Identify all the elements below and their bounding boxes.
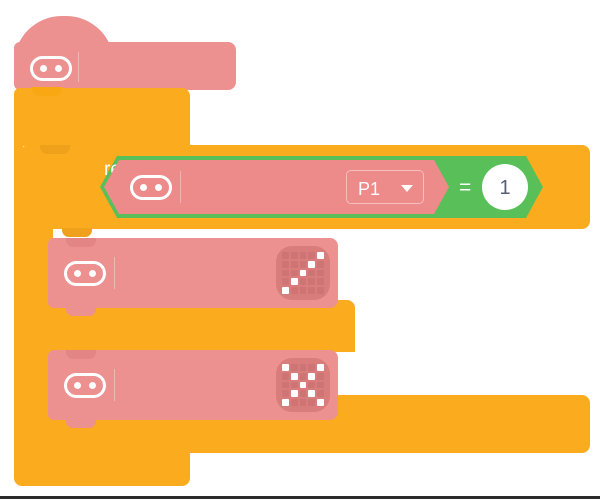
microbit-icon xyxy=(64,373,106,398)
led-pixel-r1-c0[interactable] xyxy=(282,372,289,380)
display-pattern-divider xyxy=(114,257,115,289)
if-branch-inner-notch xyxy=(62,228,92,237)
display-pattern-bottom-notch xyxy=(66,307,96,316)
microbit-icon-eye-left xyxy=(40,65,47,72)
led-pixel-r1-c3[interactable] xyxy=(308,260,316,268)
if-branch-left-spine xyxy=(22,228,53,301)
led-pixel-r4-c0[interactable] xyxy=(282,287,289,294)
microbit-icon-eye-left xyxy=(140,184,147,191)
led-pixel-r3-c4[interactable] xyxy=(317,390,324,398)
else-branch-left-spine xyxy=(22,351,53,396)
microbit-icon-eye-right xyxy=(55,65,62,72)
microbit-icon xyxy=(30,56,72,81)
led-pixel-r2-c2[interactable] xyxy=(299,381,307,389)
led-matrix-grid xyxy=(282,364,324,406)
display-pattern-top-notch xyxy=(66,350,96,359)
led-pixel-r2-c3[interactable] xyxy=(308,269,316,277)
led-pixel-r0-c4[interactable] xyxy=(317,252,324,259)
display-pattern-bottom-notch xyxy=(66,419,96,428)
led-pixel-r1-c4[interactable] xyxy=(317,260,324,268)
hat-body xyxy=(14,42,236,90)
led-pixel-r2-c0[interactable] xyxy=(282,381,289,389)
microbit-icon-eye-right xyxy=(89,382,96,389)
led-pixel-r4-c0[interactable] xyxy=(282,399,289,406)
display-pattern-top-notch xyxy=(66,238,96,247)
led-pixel-r2-c1[interactable] xyxy=(290,381,298,389)
microbit-icon-eye-right xyxy=(155,184,162,191)
led-pixel-r1-c2[interactable] xyxy=(299,260,307,268)
led-matrix-grid xyxy=(282,252,324,294)
led-pixel-r1-c0[interactable] xyxy=(282,260,289,268)
led-pixel-r1-c1[interactable] xyxy=(290,372,298,380)
microbit-icon-eye-right xyxy=(89,270,96,277)
led-pixel-r4-c2[interactable] xyxy=(299,287,307,294)
led-pixel-r4-c3[interactable] xyxy=(308,287,316,294)
led-pixel-r3-c1[interactable] xyxy=(290,278,298,286)
canvas-bottom-rule xyxy=(0,496,600,499)
led-matrix-field-else[interactable] xyxy=(276,358,330,412)
led-pixel-r4-c3[interactable] xyxy=(308,399,316,406)
led-pixel-r0-c2[interactable] xyxy=(299,364,307,371)
led-pixel-r0-c4[interactable] xyxy=(317,364,324,371)
if-top-notch xyxy=(40,145,70,154)
led-pixel-r3-c4[interactable] xyxy=(317,278,324,286)
read-pin-divider xyxy=(180,171,181,203)
led-pixel-r2-c4[interactable] xyxy=(317,381,324,389)
led-pixel-r2-c0[interactable] xyxy=(282,269,289,277)
led-pixel-r0-c1[interactable] xyxy=(290,252,298,259)
block-read-digital-pin[interactable]: read digital pin P1 xyxy=(104,160,449,214)
block-equals-operator[interactable]: read digital pin P1 = 1 xyxy=(100,156,543,218)
led-pixel-r2-c2[interactable] xyxy=(299,269,307,277)
led-pixel-r4-c1[interactable] xyxy=(290,399,298,406)
forever-top-bar xyxy=(14,88,190,146)
led-pixel-r3-c1[interactable] xyxy=(290,390,298,398)
led-pixel-r0-c3[interactable] xyxy=(308,252,316,259)
led-pixel-r3-c3[interactable] xyxy=(308,390,316,398)
chevron-down-icon xyxy=(401,185,413,192)
led-pixel-r1-c2[interactable] xyxy=(299,372,307,380)
block-microbit-starts[interactable]: micro:bit starts xyxy=(14,16,236,98)
led-pixel-r4-c2[interactable] xyxy=(299,399,307,406)
led-pixel-r4-c4[interactable] xyxy=(317,287,324,294)
led-pixel-r1-c4[interactable] xyxy=(317,372,324,380)
led-pixel-r2-c1[interactable] xyxy=(290,269,298,277)
microbit-icon-eye-left xyxy=(74,270,81,277)
microbit-icon xyxy=(130,175,172,200)
led-pixel-r1-c1[interactable] xyxy=(290,260,298,268)
led-pixel-r0-c3[interactable] xyxy=(308,364,316,371)
led-pixel-r4-c1[interactable] xyxy=(290,287,298,294)
led-pixel-r0-c0[interactable] xyxy=(282,252,289,259)
microbit-icon-eye-left xyxy=(74,382,81,389)
led-pixel-r3-c2[interactable] xyxy=(299,390,307,398)
microbit-icon xyxy=(64,261,106,286)
led-pixel-r2-c3[interactable] xyxy=(308,381,316,389)
led-pixel-r3-c2[interactable] xyxy=(299,278,307,286)
led-pixel-r2-c4[interactable] xyxy=(317,269,324,277)
led-matrix-field-then[interactable] xyxy=(276,246,330,300)
led-pixel-r0-c0[interactable] xyxy=(282,364,289,371)
block-if-else[interactable]: if then else read digital pin P1 = xyxy=(22,145,590,453)
pin-dropdown[interactable]: P1 xyxy=(346,170,424,204)
led-pixel-r1-c3[interactable] xyxy=(308,372,316,380)
number-input-field[interactable]: 1 xyxy=(482,164,528,210)
number-input-value: 1 xyxy=(499,177,511,199)
led-pixel-r3-c0[interactable] xyxy=(282,278,289,286)
display-pattern-divider xyxy=(114,369,115,401)
led-pixel-r0-c1[interactable] xyxy=(290,364,298,371)
led-pixel-r0-c2[interactable] xyxy=(299,252,307,259)
pin-dropdown-value: P1 xyxy=(358,179,381,199)
block-display-pattern-else[interactable]: display pattern xyxy=(48,350,338,428)
hat-divider xyxy=(78,52,79,82)
led-pixel-r4-c4[interactable] xyxy=(317,399,324,406)
block-display-pattern-then[interactable]: display pattern xyxy=(48,238,338,316)
forever-top-notch xyxy=(32,87,62,96)
equals-operator-symbol: = xyxy=(459,176,472,199)
led-pixel-r3-c3[interactable] xyxy=(308,278,316,286)
led-pixel-r3-c0[interactable] xyxy=(282,390,289,398)
